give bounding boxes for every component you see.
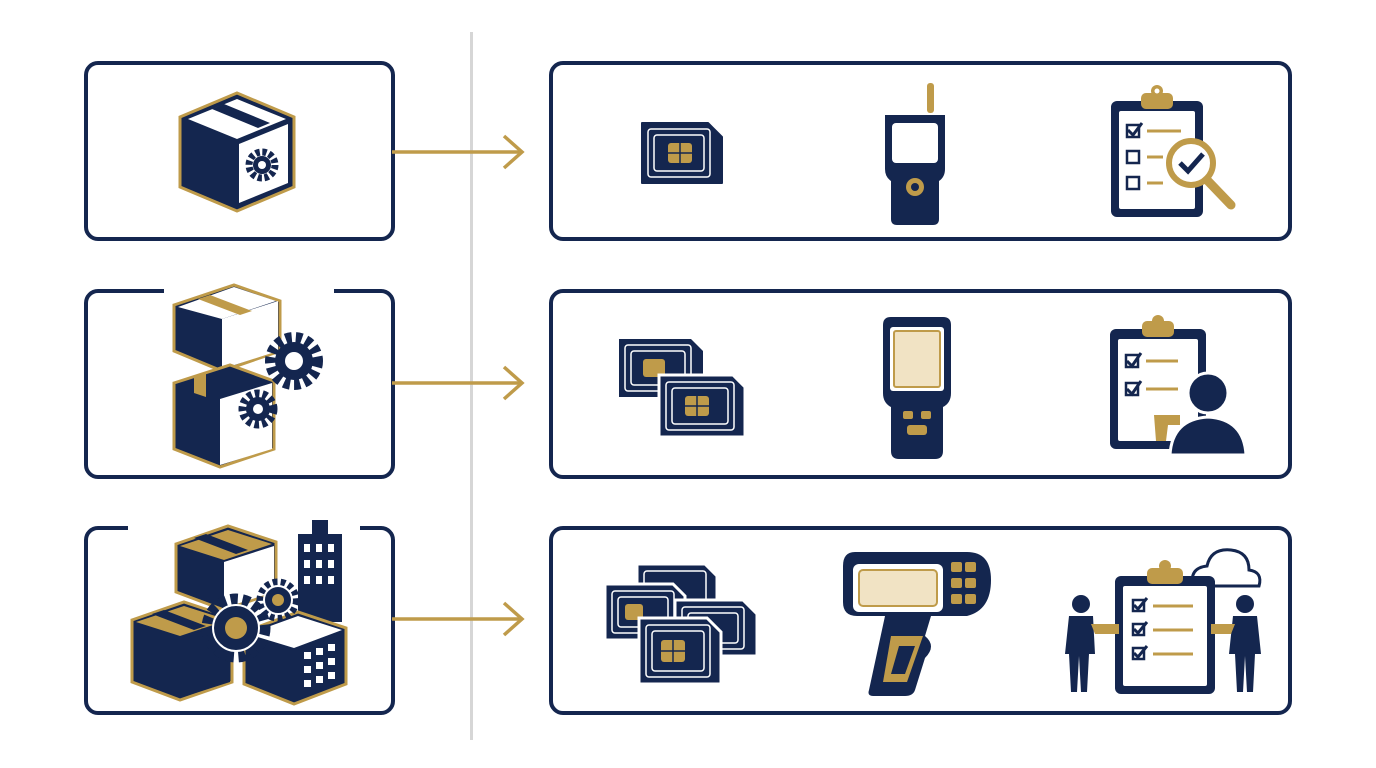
warehouse-boxes-building-icon	[128, 518, 360, 708]
row1-arrow	[392, 134, 525, 170]
row2-right-panel	[549, 289, 1292, 479]
row1-right-panel	[549, 61, 1292, 241]
row2-left-panel	[84, 279, 395, 479]
checklist-team-cloud-icon	[1065, 548, 1262, 694]
two-sim-cards-icon	[619, 339, 747, 439]
checklist-person-icon	[1110, 315, 1248, 457]
single-box-gear-icon	[178, 91, 296, 213]
row3-arrow	[392, 601, 525, 637]
center-divider	[470, 32, 473, 740]
row3-right-panel	[549, 526, 1292, 715]
scanner-gun-icon	[843, 552, 991, 696]
row1-left-panel	[84, 61, 395, 241]
checklist-magnifier-icon	[1111, 85, 1236, 217]
stacked-boxes-gears-icon	[164, 279, 334, 469]
handheld-terminal-icon	[883, 317, 951, 459]
row2-arrow	[392, 365, 525, 401]
handheld-device-icon	[885, 83, 945, 225]
row3-left-panel	[84, 518, 395, 715]
sim-card-icon	[641, 122, 723, 184]
many-sim-cards-icon	[603, 562, 759, 686]
